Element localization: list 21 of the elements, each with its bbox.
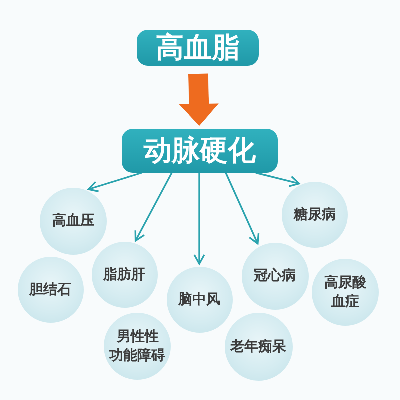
heading-box bbox=[137, 30, 259, 66]
circle-label: 男性性功能障碍 bbox=[109, 328, 166, 365]
circle-label: 脂肪肝 bbox=[104, 266, 146, 284]
circle-node bbox=[166, 267, 232, 333]
circle-node bbox=[40, 188, 107, 255]
arrow bbox=[179, 74, 220, 126]
heading-text: 高血脂 bbox=[156, 30, 240, 66]
arrow bbox=[88, 172, 142, 192]
circle-label: 脑中风 bbox=[178, 290, 220, 310]
arrow bbox=[194, 173, 206, 265]
arrow bbox=[225, 172, 260, 245]
circle-label: 高尿酸血症 bbox=[324, 274, 367, 311]
heading-box bbox=[122, 129, 278, 173]
circle-label: 胆结石 bbox=[30, 280, 72, 300]
arrow bbox=[134, 172, 173, 242]
circle-label: 老年痴呆 bbox=[230, 338, 286, 356]
circle-label: 高血压 bbox=[52, 212, 94, 231]
circle-label: 冠心病 bbox=[254, 266, 296, 286]
arrow bbox=[256, 172, 300, 188]
heading-text: 动脉硬化 bbox=[144, 132, 256, 169]
circle-label: 糖尿病 bbox=[294, 206, 336, 224]
